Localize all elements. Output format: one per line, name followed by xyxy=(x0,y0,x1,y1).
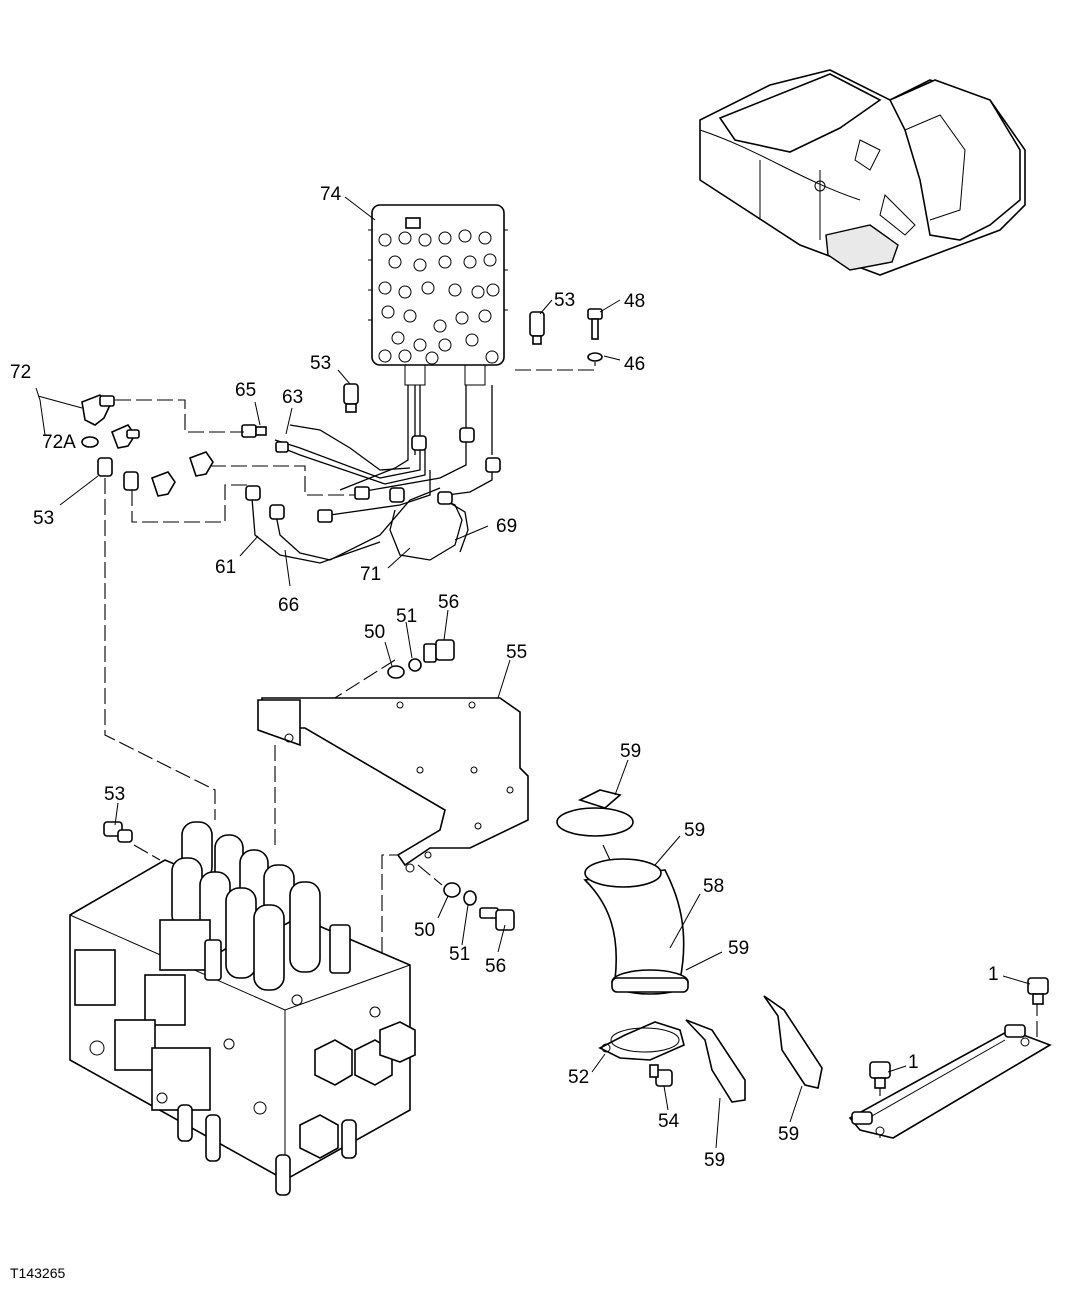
callout-50-bottom: 50 xyxy=(414,920,435,941)
hardware-50-51-56-top xyxy=(387,639,455,679)
clamp-52 xyxy=(598,1021,685,1061)
callout-56-bottom: 56 xyxy=(485,956,506,977)
callout-65: 65 xyxy=(235,380,256,401)
callout-59-tie-a: 59 xyxy=(704,1150,725,1171)
callout-46: 46 xyxy=(624,354,645,375)
callout-69: 69 xyxy=(496,516,517,537)
callout-53-block-right: 53 xyxy=(554,290,575,311)
connector-53-right xyxy=(529,311,545,345)
pilot-hose-bundle xyxy=(251,385,493,564)
hardware-50-51-56-bottom xyxy=(443,882,515,931)
bracket-55 xyxy=(257,697,529,873)
callout-50-top: 50 xyxy=(364,622,385,643)
callout-labels: 74 53 48 46 72 72A 65 63 53 53 61 66 71 … xyxy=(10,184,999,1281)
callout-72a: 72A xyxy=(42,432,76,453)
callout-56-top: 56 xyxy=(438,592,459,613)
pilot-valve-block-74 xyxy=(368,204,508,386)
bolt-54 xyxy=(649,1064,673,1087)
duct-58 xyxy=(556,789,689,995)
callout-74: 74 xyxy=(320,184,342,205)
callout-63: 63 xyxy=(282,387,303,408)
washer-46 xyxy=(587,352,603,362)
callout-66: 66 xyxy=(278,595,299,616)
callout-53-valve: 53 xyxy=(104,784,125,805)
elbow-fittings-72 xyxy=(81,394,214,497)
callout-55: 55 xyxy=(506,642,527,663)
leader-lines xyxy=(35,196,1031,1149)
callout-54: 54 xyxy=(658,1111,680,1132)
figure-code: T143265 xyxy=(10,1265,65,1281)
excavator-overview-illustration xyxy=(699,69,1026,276)
cable-tie-59-b xyxy=(763,995,823,1089)
callout-71: 71 xyxy=(360,564,381,585)
bolt-1-left xyxy=(869,1061,891,1089)
callout-1-left: 1 xyxy=(908,1052,919,1073)
callout-48: 48 xyxy=(624,291,645,312)
block-ports xyxy=(378,229,500,365)
callout-52: 52 xyxy=(568,1067,589,1088)
callout-58: 58 xyxy=(703,876,724,897)
callout-59-tie-b: 59 xyxy=(778,1124,799,1145)
callout-59-upper: 59 xyxy=(684,820,705,841)
hose-fittings xyxy=(241,424,501,523)
callout-59-lid: 59 xyxy=(620,741,641,762)
bolt-1-right xyxy=(1027,977,1049,1005)
connector-53-valve xyxy=(103,821,133,843)
callout-53-block-left: 53 xyxy=(310,353,331,374)
callout-61: 61 xyxy=(215,557,236,578)
callout-51-top: 51 xyxy=(396,606,417,627)
cable-tie-59-a xyxy=(685,1019,746,1103)
callout-72: 72 xyxy=(10,362,31,383)
bolt-48 xyxy=(587,308,603,340)
plate-bracket xyxy=(848,1024,1052,1139)
valve-spools xyxy=(171,821,321,991)
control-valve-assembly xyxy=(69,821,416,1196)
callout-1-right: 1 xyxy=(988,964,999,985)
callout-51-bottom: 51 xyxy=(449,944,470,965)
callout-59-lower: 59 xyxy=(728,938,749,959)
callout-53-elbow: 53 xyxy=(33,508,54,529)
connector-53-left xyxy=(343,383,359,413)
